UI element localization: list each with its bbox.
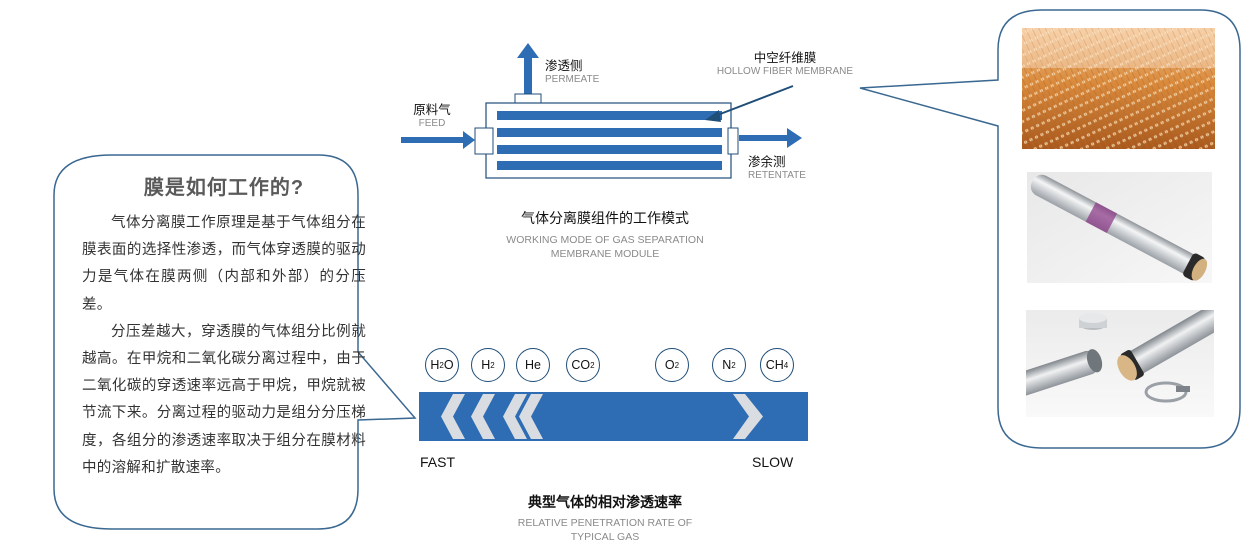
fiber-pointer-head (705, 110, 721, 122)
retentate-label: 渗余测 RETENTATE (748, 156, 806, 182)
bubble-title: 膜是如何工作的? (143, 177, 305, 199)
gas-subscript: 4 (783, 360, 789, 370)
hollow-fiber-label-en: HOLLOW FIBER MEMBRANE (716, 66, 854, 77)
retentate-label-en: RETENTATE (748, 170, 806, 181)
gas-symbol: H (481, 358, 491, 372)
retentate-end-cap (727, 127, 739, 155)
penetration-caption-en-1: RELATIVE PENETRATION RATE OF (517, 517, 693, 529)
module-caption-cn: 气体分离膜组件的工作模式 (521, 210, 689, 226)
feed-label-cn: 原料气 (413, 103, 451, 117)
penetration-caption-en-2: TYPICAL GAS (570, 531, 640, 543)
info-bubble-outline (53, 154, 417, 530)
retentate-label-cn: 渗余测 (748, 155, 786, 169)
permeate-label-cn: 渗透侧 (545, 59, 583, 73)
gas-symbol: He (525, 358, 541, 372)
fast-chevron-1 (441, 394, 465, 439)
module-caption-en-2: MEMBRANE MODULE (550, 248, 660, 260)
slow-label: SLOW (752, 454, 794, 470)
gas-subscript: 2 (439, 360, 444, 370)
module-caption-en-1: WORKING MODE OF GAS SEPARATION (506, 234, 704, 246)
hollow-fiber-label-cn: 中空纤维膜 (753, 51, 817, 65)
permeate-arrow-head (517, 43, 539, 58)
gas-symbol-tail: O (443, 358, 454, 372)
fiber-4 (497, 161, 722, 170)
gas-symbol: CH (765, 358, 784, 372)
retentate-arrow-head (787, 128, 802, 148)
bubble-paragraph-2: 分压差越大，穿透膜的气体组分比例就越高。在甲烷和二氧化碳分离过程中，由于二氧化碳… (82, 323, 366, 476)
module-parts-photo (1026, 310, 1214, 417)
slow-chevron (733, 394, 763, 439)
feed-label: 原料气 FEED (408, 104, 456, 130)
gas-symbol: CO (571, 358, 591, 372)
bubble-body: 气体分离膜工作原理是基于气体组分在膜表面的选择性渗透，而气体穿透膜的驱动力是气体… (82, 210, 366, 482)
feed-arrow-head (463, 131, 475, 149)
fiber-pointer-line (714, 85, 794, 117)
fiber-3 (497, 145, 722, 154)
permeate-arrow-shaft (524, 56, 532, 100)
penetration-caption: 典型气体的相对渗透速率 RELATIVE PENETRATION RATE OF… (480, 492, 730, 544)
hollow-fiber-closeup-photo (1022, 28, 1215, 149)
penetration-rate-bar (419, 392, 808, 441)
feed-label-en: FEED (418, 118, 446, 129)
fast-chevron-3 (503, 394, 527, 439)
fast-label: FAST (420, 454, 456, 470)
feed-arrow-shaft (401, 137, 467, 143)
gas-subscript: 2 (590, 360, 595, 370)
bubble-paragraph-1: 气体分离膜工作原理是基于气体组分在膜表面的选择性渗透，而气体穿透膜的驱动力是气体… (82, 215, 366, 313)
gas-symbol: O (664, 358, 675, 372)
permeate-label-en: PERMEATE (545, 74, 600, 85)
gas-subscript: 2 (674, 360, 680, 370)
gas-subscript: 2 (490, 360, 495, 370)
fiber-2 (497, 128, 722, 137)
permeate-label: 渗透侧 PERMEATE (545, 60, 599, 86)
feed-end-cap (474, 127, 494, 155)
retentate-arrow-shaft (739, 135, 789, 141)
gas-symbol: H (430, 358, 440, 372)
gas-subscript: 2 (731, 360, 736, 370)
fast-chevron-4 (519, 394, 543, 439)
hollow-fiber-label: 中空纤维膜 HOLLOW FIBER MEMBRANE (705, 52, 865, 78)
fiber-1 (497, 111, 722, 120)
module-caption: 气体分离膜组件的工作模式 WORKING MODE OF GAS SEPARAT… (470, 208, 740, 261)
membrane-module-diagram (401, 43, 802, 179)
penetration-caption-cn: 典型气体的相对渗透速率 (528, 494, 682, 510)
gas-symbol: N (722, 358, 732, 372)
fast-chevron-2 (471, 394, 495, 439)
membrane-module-tube-photo (1027, 172, 1212, 283)
gas-bubble: He (516, 348, 550, 382)
